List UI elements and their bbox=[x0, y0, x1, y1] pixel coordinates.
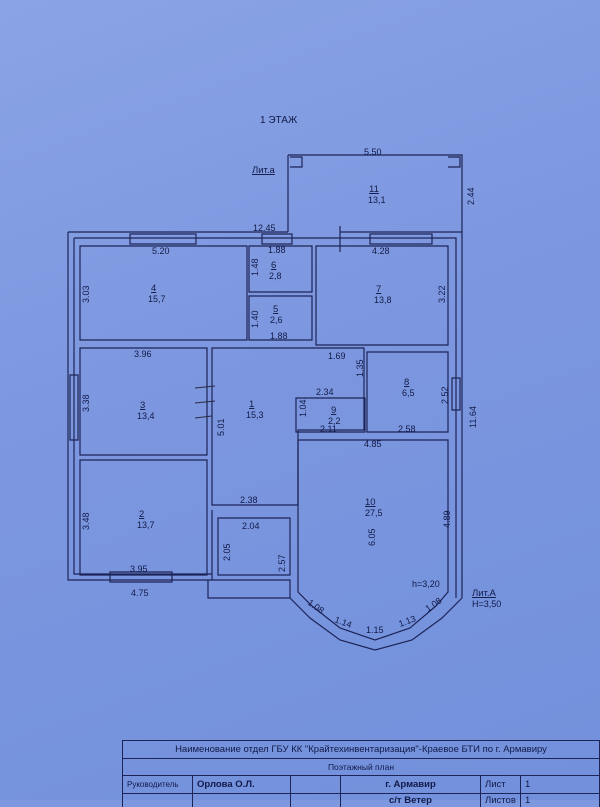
dim-label: 5.50 bbox=[364, 147, 382, 157]
sheet-value: 1 bbox=[525, 779, 531, 790]
plan-type-row: Поэтажный план bbox=[122, 758, 600, 775]
room-1-number: 1 bbox=[249, 399, 254, 410]
city: г. Армавир bbox=[341, 776, 481, 793]
room-8-area: 6,5 bbox=[402, 388, 415, 398]
head-name: Орлова О.Л. bbox=[193, 776, 291, 793]
sheet-label: Лист bbox=[481, 776, 521, 793]
dim-label: 1.14 bbox=[333, 614, 353, 629]
room-7-area: 13,8 bbox=[374, 295, 392, 305]
dim-label: 1.35 bbox=[355, 359, 365, 377]
room-2-area: 13,7 bbox=[137, 520, 155, 530]
dim-label: 3.03 bbox=[81, 285, 91, 303]
dim-label: 1.13 bbox=[397, 613, 417, 628]
head-row: Руководитель Орлова О.Л. г. Армавир Лист… bbox=[122, 775, 600, 793]
dim-label: 2.05 bbox=[222, 543, 232, 561]
floor-plan-drawing: 1 ЭТАЖ Лит.а Лит.А H=3,50 h=3,20 1 15,3 … bbox=[67, 115, 501, 651]
dim-label: 1.48 bbox=[250, 258, 260, 276]
dim-label: 1.08 bbox=[423, 595, 443, 613]
dim-label: 2.04 bbox=[242, 521, 260, 531]
door-marks bbox=[194, 385, 216, 419]
dim-label: 4.28 bbox=[372, 246, 390, 256]
lit-a-main-label: Лит.А bbox=[472, 588, 496, 599]
room-4-area: 15,7 bbox=[148, 294, 166, 304]
dim-label: 1.40 bbox=[250, 310, 260, 328]
dim-label: 3.95 bbox=[130, 564, 148, 574]
dim-label: 1.88 bbox=[268, 245, 286, 255]
title-block: Наименование отдел ГБУ КК "Крайтехинвент… bbox=[122, 740, 600, 807]
dimension-labels: 5.50 2.44 12.45 5.20 1.88 4.28 3.03 1.48… bbox=[81, 147, 478, 635]
dim-label: 12.45 bbox=[253, 223, 276, 233]
dim-label: 3.22 bbox=[437, 285, 447, 303]
dim-label: 2.44 bbox=[466, 187, 476, 205]
dim-label: 2.34 bbox=[316, 387, 334, 397]
room-5-number: 5 bbox=[273, 304, 278, 315]
room-11-number: 11 bbox=[369, 184, 379, 195]
empty-cell bbox=[291, 776, 341, 793]
building-height: H=3,50 bbox=[472, 599, 501, 609]
organization-name: Наименование отдел ГБУ КК "Крайтехинвент… bbox=[175, 744, 547, 755]
room-1-area: 15,3 bbox=[246, 410, 264, 420]
room-height: h=3,20 bbox=[412, 579, 440, 589]
room-3-area: 13,4 bbox=[137, 411, 155, 421]
dim-label: 11.64 bbox=[468, 406, 478, 428]
empty-cell bbox=[193, 794, 291, 807]
head-label: Руководитель bbox=[123, 776, 193, 793]
walls bbox=[67, 154, 463, 651]
address-row: с/т Ветер Листов 1 bbox=[122, 793, 600, 807]
room-9-area: 2,2 bbox=[328, 416, 341, 426]
room-10-number: 10 bbox=[365, 497, 376, 508]
room-8-number: 8 bbox=[404, 377, 409, 388]
room-6-area: 2,8 bbox=[269, 271, 282, 281]
dim-label: 2.52 bbox=[440, 386, 450, 404]
sheets-value: 1 bbox=[525, 795, 531, 806]
dim-label: 5.01 bbox=[216, 418, 226, 436]
dim-label: 4.85 bbox=[364, 439, 382, 449]
dim-label: 4.75 bbox=[131, 588, 149, 598]
room-9-number: 9 bbox=[331, 405, 336, 416]
room-2-number: 2 bbox=[139, 509, 144, 520]
room-labels: 1 15,3 2 13,7 3 13,4 4 15,7 5 2,6 6 2,8 … bbox=[137, 184, 415, 530]
room-11-area: 13,1 bbox=[368, 195, 386, 205]
dim-label: 3.48 bbox=[81, 512, 91, 530]
dim-label: 6.05 bbox=[367, 528, 377, 546]
sheets-label: Листов bbox=[481, 794, 521, 807]
dim-label: 2.11 bbox=[320, 424, 337, 434]
dim-label: 2.58 bbox=[398, 424, 416, 434]
dim-label: 1.69 bbox=[328, 351, 346, 361]
floor-title: 1 ЭТАЖ bbox=[260, 115, 298, 126]
dim-label: 4.89 bbox=[442, 510, 452, 528]
room-3-number: 3 bbox=[140, 400, 145, 411]
dim-label: 3.96 bbox=[134, 349, 152, 359]
plan-type: Поэтажный план bbox=[327, 762, 395, 772]
dim-label: 5.20 bbox=[152, 246, 170, 256]
lit-a-small-label: Лит.а bbox=[252, 165, 275, 176]
empty-cell bbox=[123, 794, 193, 807]
dim-label: 3.38 bbox=[81, 394, 91, 412]
dim-label: 1.15 bbox=[366, 625, 384, 635]
dim-label: 1.08 bbox=[306, 597, 326, 615]
address-partial: с/т Ветер bbox=[341, 794, 481, 807]
room-5-area: 2,6 bbox=[270, 315, 283, 325]
dim-label: 2.38 bbox=[240, 495, 258, 505]
dim-label: 1.04 bbox=[298, 399, 308, 417]
room-10-area: 27,5 bbox=[365, 508, 383, 518]
room-6-number: 6 bbox=[271, 260, 276, 271]
dim-label: 2.57 bbox=[277, 554, 287, 572]
room-4-number: 4 bbox=[151, 283, 156, 294]
dim-label: 1.88 bbox=[270, 331, 288, 341]
room-7-number: 7 bbox=[376, 284, 381, 295]
organization-row: Наименование отдел ГБУ КК "Крайтехинвент… bbox=[122, 740, 600, 758]
empty-cell bbox=[291, 794, 341, 807]
